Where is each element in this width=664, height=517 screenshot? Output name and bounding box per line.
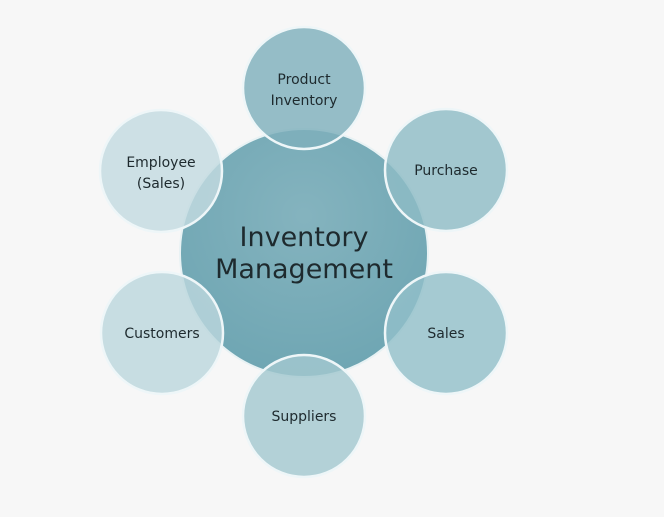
node-circle [383,270,509,396]
node-customers: Customers [99,270,225,396]
center-label: Inventory Management [215,222,393,285]
center-label-line2: Management [215,254,393,285]
center-node [179,128,429,378]
node-label: Customers [124,326,199,342]
node-employee-sales: Employee (Sales) [98,108,224,234]
node-circle [241,25,367,151]
node-suppliers: Suppliers [241,353,367,479]
node-label: Sales [427,326,464,342]
node-sales: Sales [383,270,509,396]
node-circle [383,107,509,233]
node-label: Employee [126,155,195,171]
node-purchase: Purchase [383,107,509,233]
node-label: Product [277,72,331,88]
node-circle [98,108,224,234]
center-label-line1: Inventory [240,222,369,253]
node-circle [241,353,367,479]
node-label-line2: Inventory [271,93,338,109]
node-label: Purchase [414,163,478,179]
node-label: Suppliers [272,409,337,425]
node-circle [99,270,225,396]
node-label-line2: (Sales) [137,176,185,192]
